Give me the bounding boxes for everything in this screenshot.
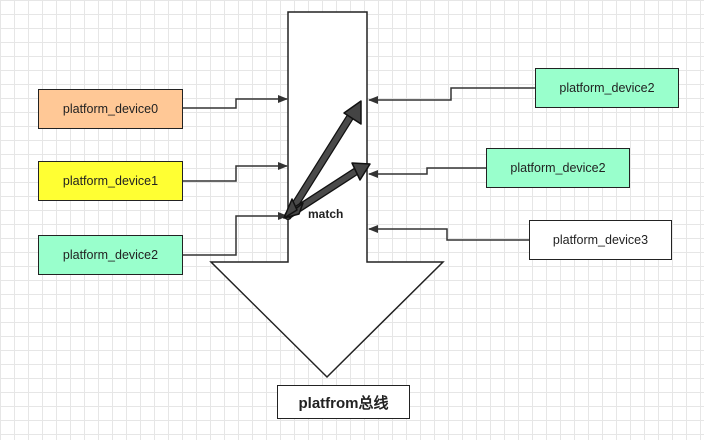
match-arrow-tail (283, 198, 304, 219)
connector-left-1 (183, 162, 288, 182)
left-device-label-1: platform_device1 (62, 174, 159, 188)
bus-label-text: platfrom总线 (298, 394, 389, 412)
bus-label: platfrom总线 (277, 385, 410, 419)
left-device-label-2: platform_device2 (62, 248, 159, 262)
right-device-label-1: platform_device2 (510, 161, 606, 175)
right-device-node-1[interactable]: platform_device2 (486, 148, 630, 188)
connector-right-0 (368, 87, 535, 104)
connector-right-2 (368, 225, 529, 241)
right-device-node-2[interactable]: platform_device3 (529, 220, 672, 260)
connector-left-2 (183, 212, 288, 256)
right-device-label-0: platform_device2 (559, 81, 655, 95)
left-device-node-0[interactable]: platform_device0 (38, 89, 183, 129)
connector-right-1 (368, 167, 486, 178)
right-device-label-2: platform_device3 (552, 233, 649, 247)
left-device-node-2[interactable]: platform_device2 (38, 235, 183, 275)
match-label: match (308, 207, 344, 221)
right-device-node-0[interactable]: platform_device2 (535, 68, 679, 108)
connector-left-0 (183, 95, 288, 109)
match-arrow-up (284, 100, 362, 220)
left-device-label-0: platform_device0 (62, 102, 159, 116)
left-device-node-1[interactable]: platform_device1 (38, 161, 183, 201)
